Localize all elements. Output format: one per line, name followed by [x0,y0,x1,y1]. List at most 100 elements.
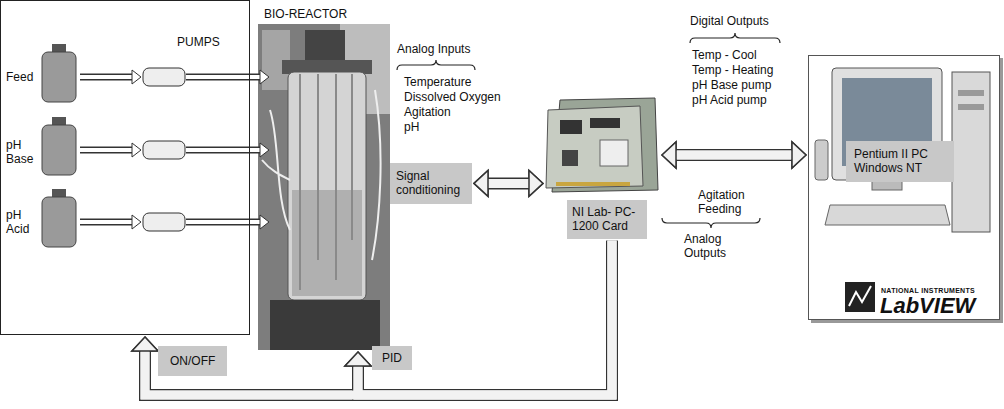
brace [690,33,780,43]
photo-motor [305,30,345,62]
connector-fill [675,151,793,160]
daq-card: NI Lab- PC- 1200 Card [545,95,660,239]
connector-outline [358,241,612,395]
card-chip [562,150,578,166]
card-sticker [600,140,628,166]
bioreactor-photo: BIO-REACTOR [258,4,390,350]
connector-fill [145,241,612,395]
box-label: Signal conditioning [396,169,466,198]
signal-label: pH [404,120,419,134]
card-label: NI Lab- PC- 1200 Card [567,200,647,239]
base-bottle [42,117,76,175]
arrow-head [662,142,676,168]
connector-outline [487,177,530,189]
connector-arrow [132,241,612,395]
connector-fill [145,241,612,395]
pump-icon [143,141,185,159]
connector-arrow [662,142,806,168]
arrow-head [260,215,269,229]
speaker [815,140,828,180]
connector-fill [358,241,612,395]
arrow-head [132,337,158,351]
arrow-head [132,215,141,229]
signal-label: Feeding [698,202,741,216]
arrow-head [132,337,158,351]
photo-heading: BIO-REACTOR [264,7,347,21]
drive-bay [958,90,984,96]
signal-label: Temperature [404,75,471,89]
pump-icon [143,68,185,86]
acid-bottle [42,189,76,247]
connector-arrow [345,241,612,395]
arrow-head [345,352,371,366]
brace [397,60,475,70]
drive-bay [958,104,984,110]
pc-label: Pentium II PC Windows NT [846,141,954,182]
arrow-head [792,142,806,168]
labview-icon [845,282,875,312]
photo-ground [258,24,390,350]
brace [662,218,760,228]
arrow-head [529,170,543,196]
signal-label: Temp - Cool [692,48,757,62]
signal-label: Agitation [698,188,745,202]
daq-card-art [546,98,658,192]
arrow-head [529,170,543,196]
bottle-body [42,52,76,102]
pump-lines [42,44,269,247]
signal-label: Analog Outputs [684,232,734,261]
bottle-body [42,125,76,175]
pump-icon [143,213,185,231]
bioreactor-photo-art [258,24,390,350]
arrow-head [132,143,141,157]
edge-label: ON/OFF [158,346,227,376]
connector-fill [675,151,793,160]
edge-label: PID [372,346,412,370]
connector-outline [145,241,612,395]
card-connector [556,182,630,186]
feed-bottle [42,44,76,102]
photo-rods [300,74,352,290]
arrow-shaft [80,77,261,222]
process-box: Signal conditioning [390,163,472,204]
signal-label: pH Acid [6,208,42,237]
arrow-head [132,70,141,84]
signal-label: Feed [6,70,33,84]
arrow-head [345,352,371,366]
hollow-arrows [79,77,262,222]
pc-art [815,68,990,312]
pc-frame: Pentium II PC Windows NT [808,55,1000,320]
arrow-head [260,70,269,84]
connector-arrow [474,170,543,196]
signal-label: Temp - Heating [692,63,773,77]
tower [952,72,990,232]
connector-fill [487,179,530,188]
card-chip [590,118,620,128]
pump-icons [143,68,185,231]
photo-stand [270,300,380,350]
card-board [546,106,643,188]
connector-outline [675,149,793,161]
arrow-fill [79,77,262,222]
arrow-head [662,142,676,168]
arrow-head [474,170,488,196]
photo-vessel [288,72,366,300]
keyboard [825,205,950,225]
arrow-head [474,170,488,196]
panel-title: PUMPS [177,35,220,49]
labview-icon-mark [849,286,871,306]
connector-fill-overlay [145,155,793,395]
logo-text: LabVIEW [880,293,975,319]
signal-label: Dissolved Oxygen [404,90,501,104]
signal-label: pH Acid pump [692,93,767,107]
pumps-panel: PUMPS [0,0,250,335]
connector-fill [487,179,530,188]
signal-label: pH Base pump [692,78,771,92]
bottle-body [42,197,76,247]
arrow-head [792,142,806,168]
card-chip [560,120,582,134]
connector-fill [358,241,612,395]
arrow-head [260,143,269,157]
signal-label: Analog Inputs [397,42,470,56]
